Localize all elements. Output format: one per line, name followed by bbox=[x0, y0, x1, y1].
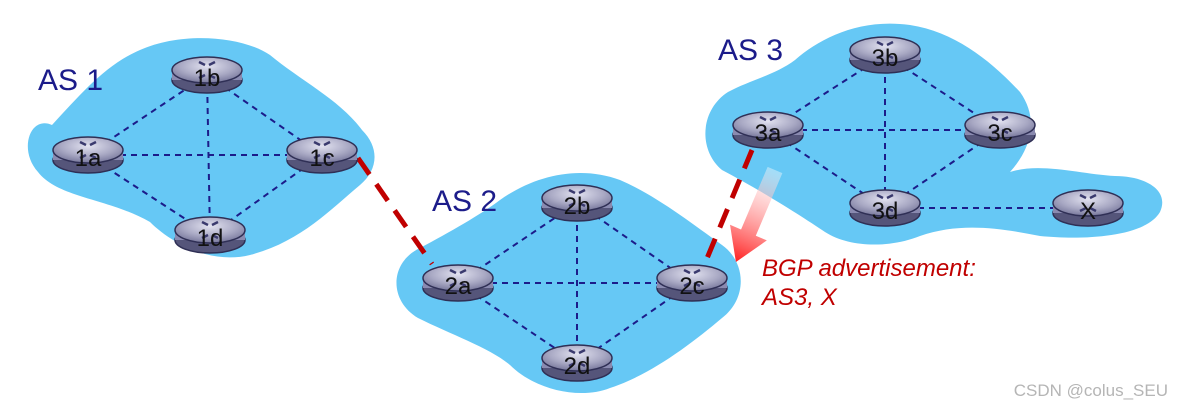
as1-cloud bbox=[27, 38, 375, 258]
router-2a-label: 2a bbox=[445, 273, 472, 300]
router-x: X bbox=[1051, 188, 1125, 228]
advertisement-arrow bbox=[730, 166, 783, 263]
router-1c: 1c bbox=[285, 135, 359, 175]
ext-link-3a-2c bbox=[700, 149, 755, 269]
router-1a: 1a bbox=[51, 135, 125, 175]
router-3c: 3c bbox=[963, 110, 1037, 150]
router-2a: 2a bbox=[421, 263, 495, 303]
router-2b-label: 2b bbox=[564, 193, 591, 220]
ext-link-1c-2a bbox=[355, 156, 435, 266]
router-3c-label: 3c bbox=[987, 120, 1012, 147]
router-1d-label: 1d bbox=[197, 225, 224, 252]
router-x-label: X bbox=[1080, 198, 1096, 225]
router-1d: 1d bbox=[173, 215, 247, 255]
router-2d-label: 2d bbox=[564, 353, 591, 380]
router-3b: 3b bbox=[848, 35, 922, 75]
router-1c-label: 1c bbox=[309, 145, 334, 172]
router-3d: 3d bbox=[848, 188, 922, 228]
router-1a-label: 1a bbox=[75, 145, 102, 172]
as2-label: AS 2 bbox=[432, 185, 497, 218]
link-1b-1d bbox=[206, 74, 211, 236]
advertisement-line-2: AS3, X bbox=[760, 284, 838, 311]
router-3a-label: 3a bbox=[755, 120, 782, 147]
router-2c-label: 2c bbox=[679, 273, 704, 300]
router-2c: 2c bbox=[655, 263, 729, 303]
router-2d: 2d bbox=[540, 343, 614, 383]
router-3b-label: 3b bbox=[872, 45, 899, 72]
as1-label: AS 1 bbox=[38, 64, 103, 97]
router-3a: 3a bbox=[731, 110, 805, 150]
as3-cloud bbox=[705, 23, 1163, 245]
advertisement-line-1: BGP advertisement: bbox=[762, 255, 976, 282]
router-1b: 1b bbox=[170, 55, 244, 95]
as3-label: AS 3 bbox=[718, 34, 783, 67]
router-3d-label: 3d bbox=[872, 198, 899, 225]
watermark: CSDN @colus_SEU bbox=[1014, 381, 1168, 400]
router-2b: 2b bbox=[540, 183, 614, 223]
router-1b-label: 1b bbox=[194, 65, 221, 92]
